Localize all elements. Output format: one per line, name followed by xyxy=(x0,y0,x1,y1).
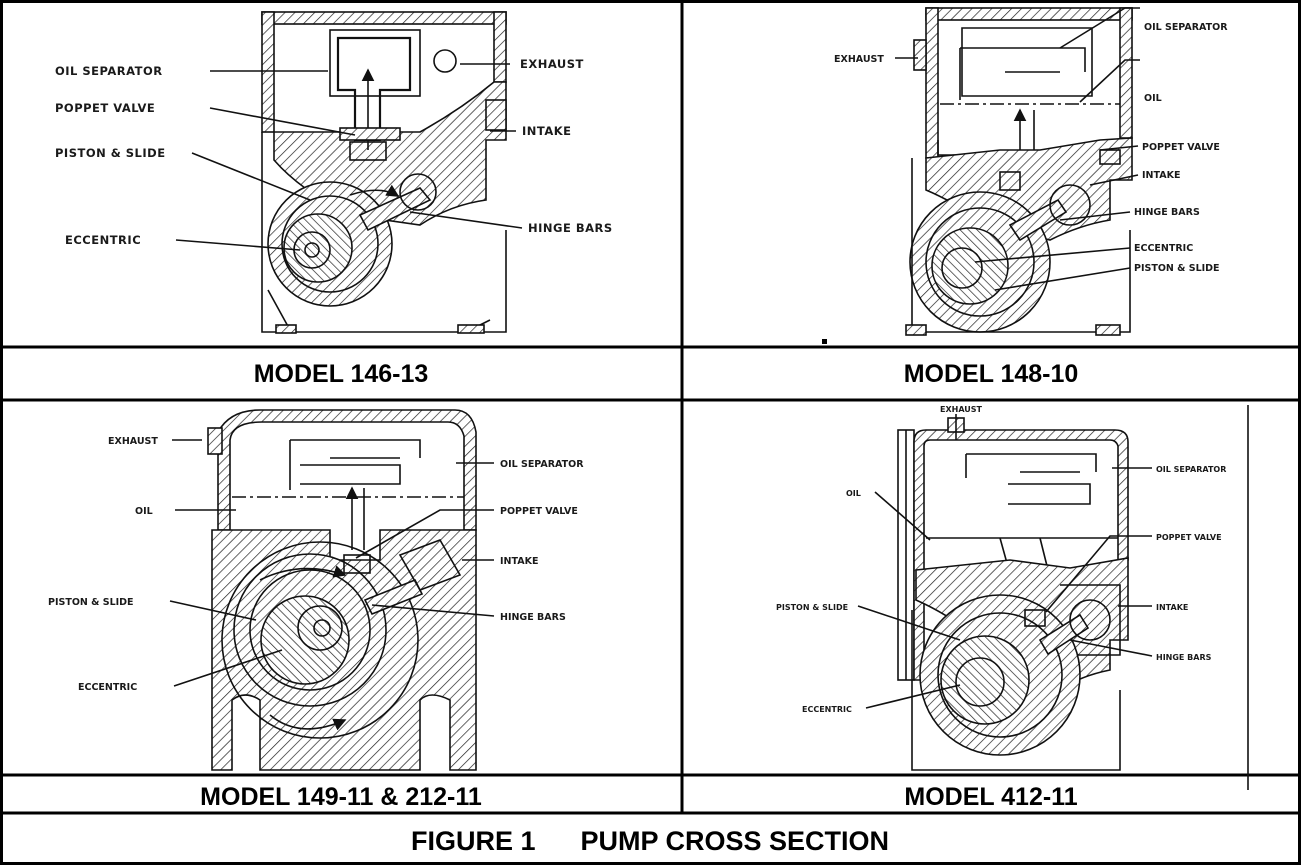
label-oil-separator: OIL SEPARATOR xyxy=(55,64,163,78)
label-poppet-valve: POPPET VALVE xyxy=(55,101,155,115)
label-poppet-valve: POPPET VALVE xyxy=(1156,533,1222,542)
label-oil: OIL xyxy=(135,506,153,517)
label-intake: INTAKE xyxy=(1156,603,1188,612)
label-poppet-valve: POPPET VALVE xyxy=(500,506,578,517)
label-oil-separator: OIL SEPARATOR xyxy=(1156,465,1226,474)
label-hinge-bars: HINGE BARS xyxy=(1156,653,1212,662)
caption-model-146-13: MODEL 146-13 xyxy=(254,360,429,388)
caption-model-149-11-212-11: MODEL 149-11 & 212-11 xyxy=(200,783,482,811)
label-oil: OIL xyxy=(846,489,861,498)
pump-drawing-148-10 xyxy=(822,7,1140,344)
pump-drawing-149-11 xyxy=(169,409,495,771)
panel-model-149-11-212-11: EXHAUST OIL PISTON & SLIDE ECCENTRIC OIL… xyxy=(48,409,584,811)
figure-title: FIGURE 1 PUMP CROSS SECTION xyxy=(411,826,889,856)
label-eccentric: ECCENTRIC xyxy=(802,705,852,714)
label-poppet-valve: POPPET VALVE xyxy=(1142,142,1220,153)
panel-model-148-10: OIL SEPARATOR EXHAUST OIL POPPET VALVE I… xyxy=(822,7,1228,388)
label-oil: OIL xyxy=(1144,93,1162,104)
caption-model-148-10: MODEL 148-10 xyxy=(904,360,1079,388)
panel-model-412-11: EXHAUST OIL PISTON & SLIDE ECCENTRIC OIL… xyxy=(776,405,1249,811)
pump-drawing-412-11 xyxy=(857,405,1249,790)
caption-model-412-11: MODEL 412-11 xyxy=(904,783,1077,811)
label-exhaust: EXHAUST xyxy=(940,405,983,414)
label-piston-slide: PISTON & SLIDE xyxy=(776,603,848,612)
pump-drawing-146-13 xyxy=(175,11,523,334)
label-piston-slide: PISTON & SLIDE xyxy=(48,597,134,608)
label-hinge-bars: HINGE BARS xyxy=(500,612,566,623)
label-intake: INTAKE xyxy=(522,124,572,138)
panel-model-146-13: OIL SEPARATOR POPPET VALVE PISTON & SLID… xyxy=(55,11,613,388)
label-intake: INTAKE xyxy=(500,556,538,567)
label-oil-separator: OIL SEPARATOR xyxy=(1144,22,1228,33)
label-hinge-bars: HINGE BARS xyxy=(528,221,613,235)
label-eccentric: ECCENTRIC xyxy=(1134,243,1193,254)
label-oil-separator: OIL SEPARATOR xyxy=(500,459,584,470)
label-exhaust: EXHAUST xyxy=(520,57,584,71)
label-piston-slide: PISTON & SLIDE xyxy=(1134,263,1220,274)
label-hinge-bars: HINGE BARS xyxy=(1134,207,1200,218)
label-exhaust: EXHAUST xyxy=(108,436,158,447)
label-piston-slide: PISTON & SLIDE xyxy=(55,146,166,160)
label-eccentric: ECCENTRIC xyxy=(78,682,137,693)
label-intake: INTAKE xyxy=(1142,170,1180,181)
label-eccentric: ECCENTRIC xyxy=(65,233,141,247)
label-exhaust: EXHAUST xyxy=(834,54,884,65)
